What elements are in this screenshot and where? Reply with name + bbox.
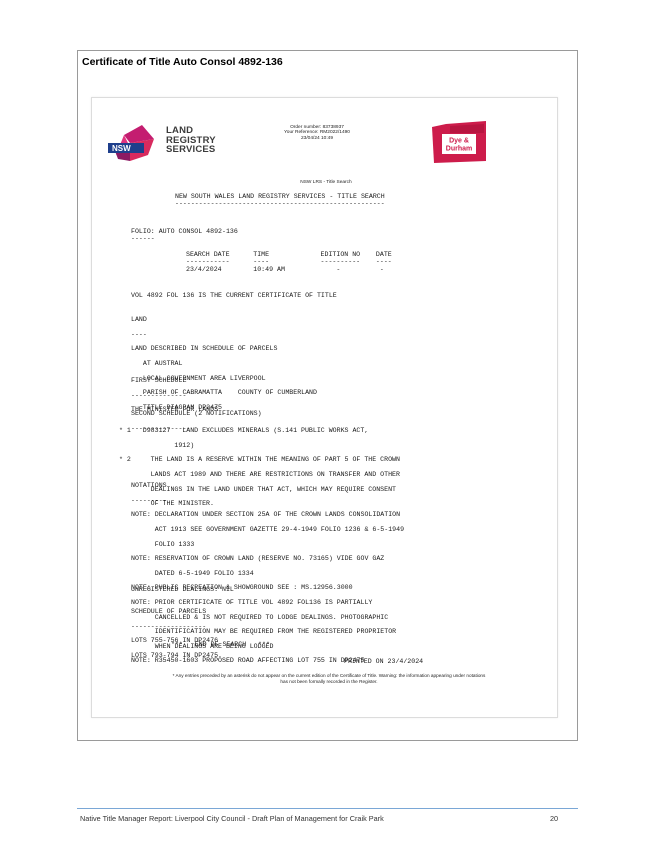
printed-on: PRINTED ON 23/4/2024 [344,658,424,665]
end-of-search: *** END OF SEARCH *** [171,641,270,648]
certificate-frame [77,50,578,741]
lrs-logo-text: LAND REGISTRY SERVICES [166,125,216,155]
schedule-of-parcels: SCHEDULE OF PARCELS ------------------- … [131,608,223,660]
nsw-logo-text: NSW [112,144,131,153]
dd-logo-line1: Dye & [449,138,469,145]
unregistered-dealings: UNREGISTERED DEALINGS: NIL [131,586,234,593]
search-date-table: SEARCH DATE TIME EDITION NO DATE--------… [186,251,392,273]
second-schedule-notifications: * 1 D983127 LAND EXCLUDES MINERALS (S.14… [119,427,400,508]
footer-report-title: Native Title Manager Report: Liverpool C… [80,814,384,823]
first-schedule-section: FIRST SCHEDULE -------------- THE MINIST… [131,377,219,414]
search-table-dashes: ----------- ---- ---------- ---- [186,258,392,266]
dd-logo-line2: Durham [446,146,472,153]
order-date: 23/04/24 10:49 [300,135,333,141]
footer-rule [77,808,578,809]
order-details: Order number: 83738937 Your Reference: R… [258,125,376,141]
dye-durham-logo: Dye & Durham [432,121,486,163]
search-table-headers: SEARCH DATE TIME EDITION NO DATE [186,251,392,258]
land-heading: LAND [131,316,147,324]
folio-block: FOLIO: AUTO CONSOL 4892-136------ [131,228,238,243]
title-search-heading: NEW SOUTH WALES LAND REGISTRY SERVICES -… [175,193,385,208]
schedule-parcels-heading: SCHEDULE OF PARCELS [131,608,207,616]
notations-heading: NOTATIONS [131,482,167,490]
lrs-search-label: NSW LRS - Title Search [300,180,352,185]
asterisk-footnote: * Any entries preceded by an asterisk do… [172,673,486,684]
first-schedule-heading: FIRST SCHEDULE [131,377,187,385]
page-number: 20 [550,814,559,823]
certificate-image [91,97,558,718]
nsw-land-registry-logo: NSW [108,125,154,161]
order-reference: Your Reference: RM2022/1490 [284,130,350,136]
document-heading: Certificate of Title Auto Consol 4892-13… [82,56,283,68]
second-schedule-heading: SECOND SCHEDULE (2 NOTIFICATIONS) ------… [131,410,262,432]
land-section: LAND ---- LAND DESCRIBED IN SCHEDULE OF … [131,316,317,411]
current-certificate: VOL 4892 FOL 136 IS THE CURRENT CERTIFIC… [131,292,337,299]
search-table-values: 23/4/2024 10:49 AM - - [186,265,384,273]
notations-section: NOTATIONS --------- NOTE: DECLARATION UN… [131,482,405,665]
order-number: Order number: 83738937 [290,125,344,130]
